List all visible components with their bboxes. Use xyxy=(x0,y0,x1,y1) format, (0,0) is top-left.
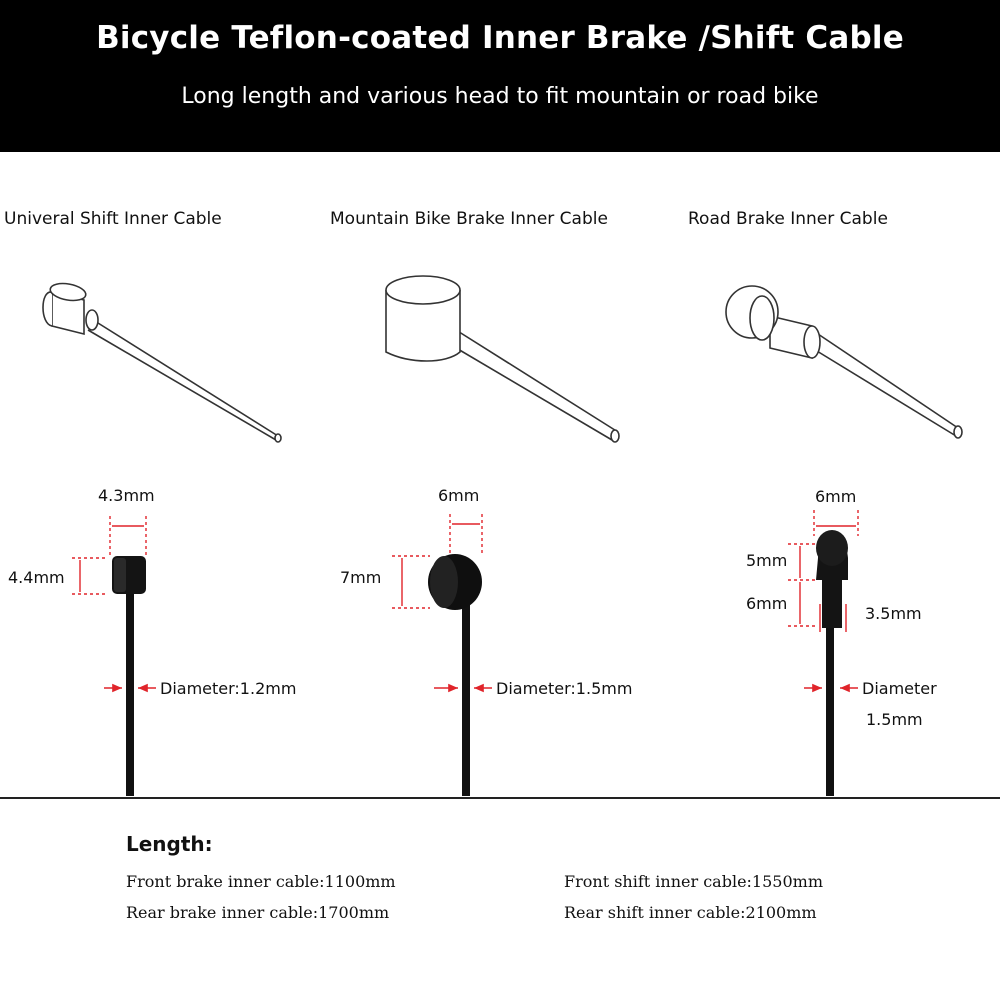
road-diameter-label: Diameter xyxy=(862,679,937,698)
shift-cable-label: Univeral Shift Inner Cable xyxy=(4,209,222,229)
road-head-top-height: 5mm xyxy=(746,551,788,570)
shift-cable-photo xyxy=(112,556,146,796)
header-banner: Bicycle Teflon-coated Inner Brake /Shift… xyxy=(0,0,1000,152)
length-heading: Length: xyxy=(126,832,213,856)
mtb-head-height: 7mm xyxy=(340,568,382,587)
page-subtitle: Long length and various head to fit moun… xyxy=(181,84,819,109)
road-cable-photo xyxy=(816,530,848,796)
rear-shift-length: Rear shift inner cable:2100mm xyxy=(564,903,817,922)
shift-diameter: Diameter:1.2mm xyxy=(160,679,297,698)
mtb-cable-drawing xyxy=(385,275,620,443)
divider xyxy=(0,797,1000,799)
mtb-diameter: Diameter:1.5mm xyxy=(496,679,633,698)
shift-head-height: 4.4mm xyxy=(8,568,65,587)
road-neck-width: 3.5mm xyxy=(865,604,922,623)
mtb-head-width: 6mm xyxy=(438,486,480,505)
road-brake-cable-label: Road Brake Inner Cable xyxy=(688,209,888,229)
front-brake-length: Front brake inner cable:1100mm xyxy=(126,872,396,891)
road-diameter-value: 1.5mm xyxy=(866,710,923,729)
mtb-brake-cable-label: Mountain Bike Brake Inner Cable xyxy=(330,209,608,229)
page-title: Bicycle Teflon-coated Inner Brake /Shift… xyxy=(96,20,904,56)
shift-cable-drawing xyxy=(42,282,282,443)
road-head-width: 6mm xyxy=(815,487,857,506)
front-shift-length: Front shift inner cable:1550mm xyxy=(564,872,823,891)
shift-head-width: 4.3mm xyxy=(98,486,155,505)
rear-brake-length: Rear brake inner cable:1700mm xyxy=(126,903,390,922)
mtb-cable-photo xyxy=(428,554,482,796)
mtb-dimensions xyxy=(392,514,492,693)
road-cable-drawing xyxy=(725,285,963,439)
road-dimensions xyxy=(788,510,859,693)
road-head-bottom-height: 6mm xyxy=(746,594,788,613)
shift-dimensions xyxy=(72,516,156,693)
